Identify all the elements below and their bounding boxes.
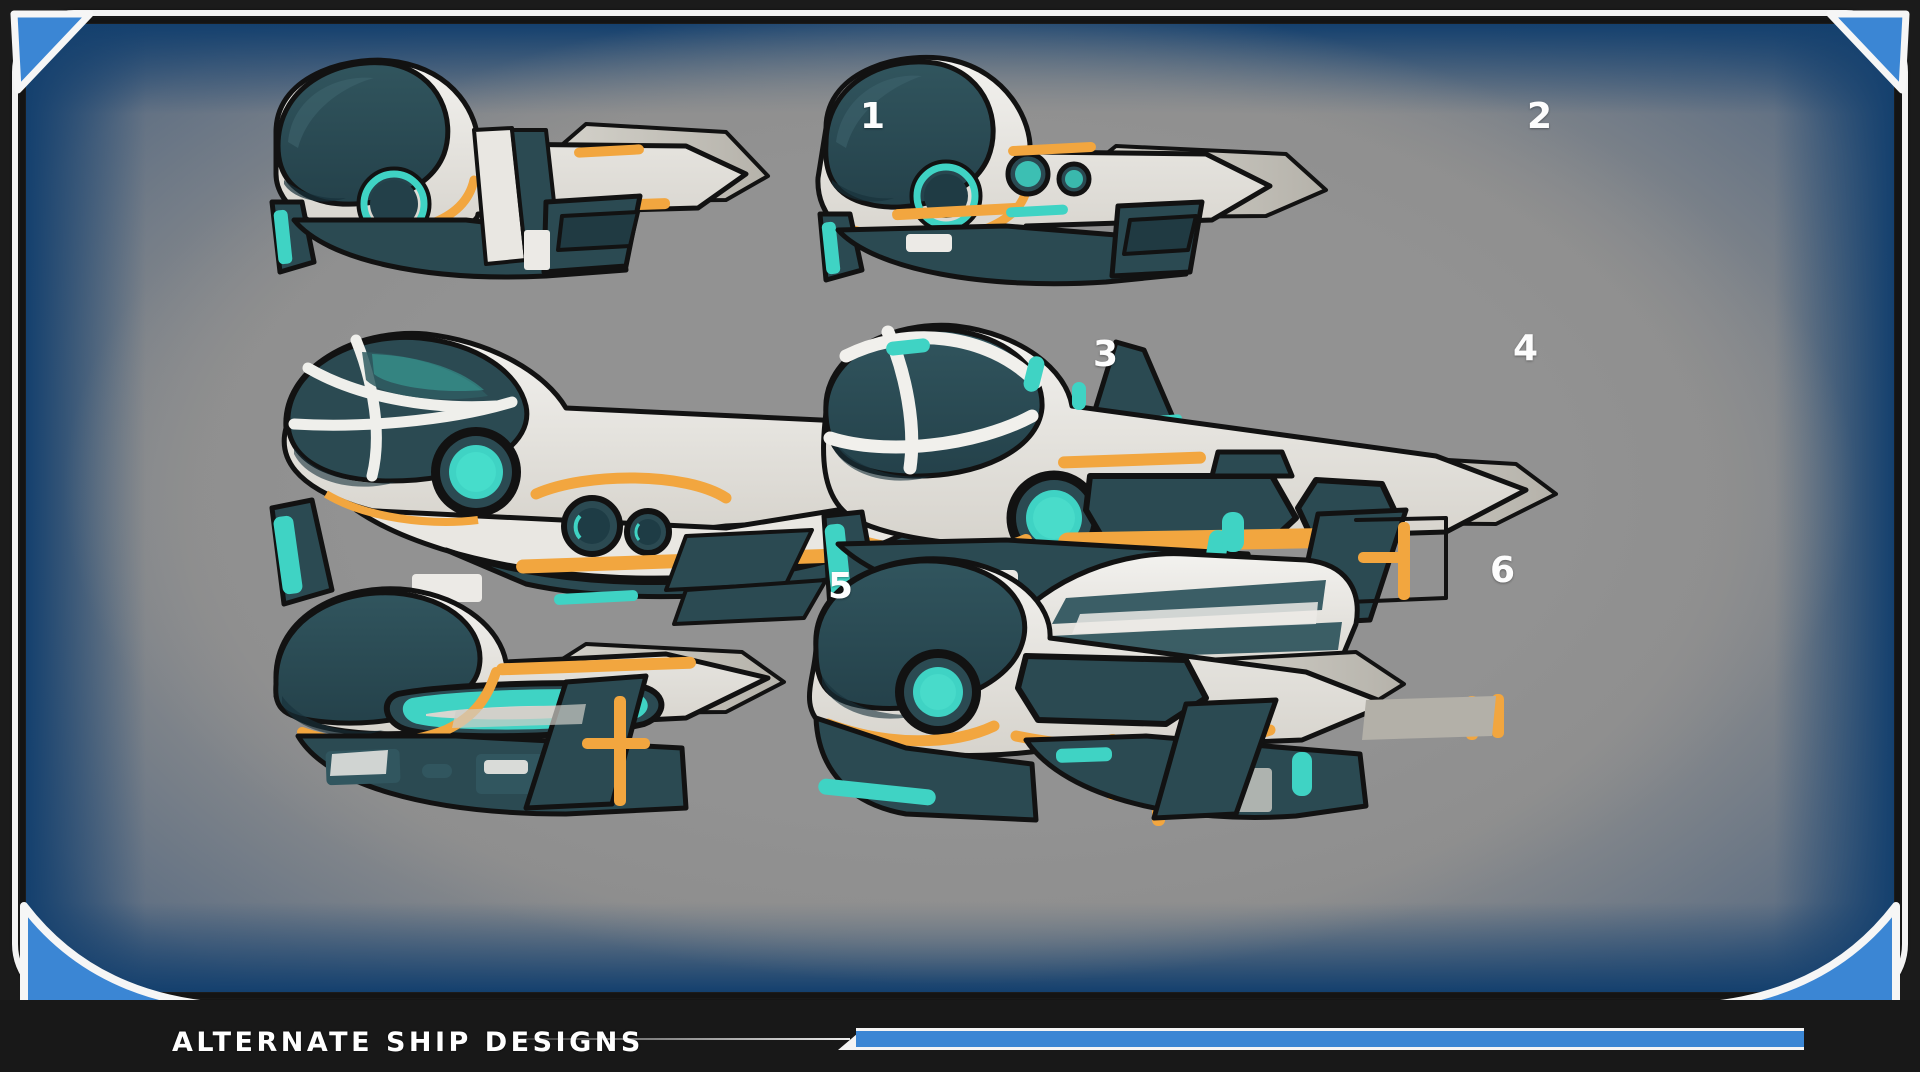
ship-5-number: 5 [828, 566, 854, 607]
ship-5-artwork [273, 586, 786, 817]
title-rule [520, 1038, 850, 1040]
ship-2-number: 2 [1527, 96, 1553, 137]
ship-6-artwork [807, 551, 1504, 826]
ship-1-artwork [269, 57, 770, 280]
sheet-title: ALTERNATE SHIP DESIGNS [172, 1027, 644, 1058]
ship-illustrations: .ink{stroke:#121212;stroke-linejoin:roun… [269, 54, 1558, 826]
ship-4-number: 4 [1513, 328, 1539, 369]
title-bar: ALTERNATE SHIP DESIGNS [0, 1000, 1920, 1072]
corner-triangle-top-right [1826, 10, 1910, 94]
corner-triangle-top-left [10, 10, 94, 94]
ship-4-artwork [821, 322, 1558, 627]
ship-1-number: 1 [860, 96, 886, 137]
ship-3-number: 3 [1093, 334, 1119, 375]
blue-accent-bar [856, 1028, 1804, 1050]
ship-2-artwork [815, 54, 1328, 287]
ship-6-number: 6 [1490, 550, 1516, 591]
artwork-canvas: .ink{stroke:#121212;stroke-linejoin:roun… [26, 24, 1894, 992]
frame-white-outline [12, 10, 1908, 1006]
frame-inner-dark-ring [20, 18, 1900, 998]
